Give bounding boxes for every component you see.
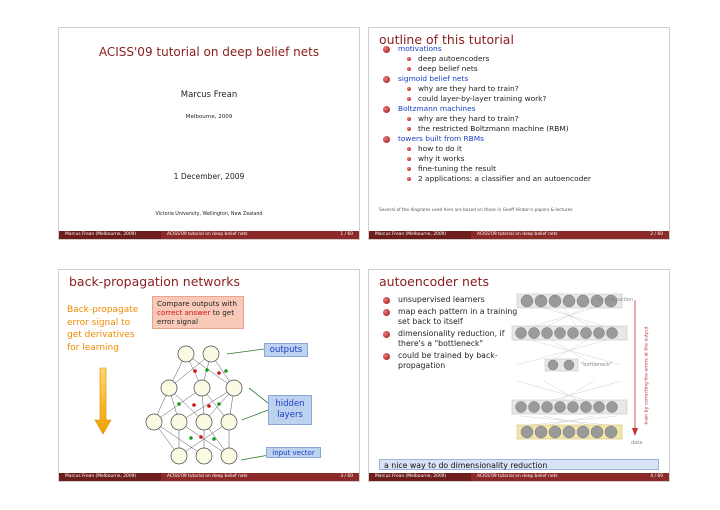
footer-talk: ACISS'09 tutorial on deep belief nets [161, 231, 293, 239]
bullet-small-icon [407, 97, 411, 101]
autoencoder-hidden-layer-top [511, 325, 628, 341]
bullet-item: dimensionality reduction, if there's a "… [383, 329, 523, 349]
outline-subitem: the restricted Boltzmann machine (RBM) [407, 124, 591, 134]
bullet-ball-icon [383, 331, 390, 338]
backprop-side-text: Back-propagate error signal to get deriv… [67, 305, 139, 353]
summary-bar: a nice way to do dimensionality reductio… [379, 459, 659, 470]
outline-subitem: fine-tuning the result [407, 164, 591, 174]
bullet-item: could be trained by back-propagation [383, 351, 523, 371]
orange-down-arrow [94, 367, 112, 435]
training-arrow-head [632, 428, 638, 436]
footer-talk: ACISS'09 tutorial on deep belief nets [471, 231, 603, 239]
footer-page: 2 / 60 [603, 231, 669, 239]
slide2-credit-note: Several of the diagrams used here are ba… [379, 208, 573, 213]
input-vector-box: input vector [266, 447, 321, 458]
training-side-label: train by correcting the errors at the ou… [644, 326, 650, 425]
bullet-small-icon [407, 87, 411, 91]
slide1-title: ACISS'09 tutorial on deep belief nets [98, 45, 320, 59]
footer-talk: ACISS'09 tutorial on deep belief nets [471, 473, 603, 481]
bullet-item: unsupervised learners [383, 295, 523, 305]
bullet-small-icon [407, 67, 411, 71]
slide1-affiliation: Victoria University, Wellington, New Zea… [155, 212, 263, 217]
bullet-small-icon [407, 147, 411, 151]
network-nodes [145, 345, 243, 465]
outline-subitem: could layer-by-layer training work? [407, 94, 591, 104]
backprop-network-diagram [94, 345, 270, 465]
outline-subitem: how to do it [407, 144, 591, 154]
slide-autoencoder[interactable]: autoencoder nets unsupervised learners m… [368, 269, 670, 482]
bullet-ball-icon [383, 297, 390, 304]
outline-section[interactable]: motivations [383, 44, 591, 54]
bullet-ball-icon [383, 309, 390, 316]
hidden-layers-box: hidden layers [268, 395, 312, 425]
bottleneck-label: "bottleneck" [581, 362, 613, 368]
slide-backprop[interactable]: back-propagation networks Back-propagate… [58, 269, 360, 482]
slide4-title: autoencoder nets [379, 274, 490, 289]
bullet-ball-icon [383, 45, 390, 53]
autoencoder-data-layer [516, 424, 623, 440]
bullet-small-icon [407, 117, 411, 121]
outline-subitem: why are they hard to train? [407, 84, 591, 94]
slide-footer: Marcus Frean (Melbourne, 2009) ACISS'09 … [59, 231, 359, 239]
footer-talk: ACISS'09 tutorial on deep belief nets [161, 473, 293, 481]
footer-author: Marcus Frean (Melbourne, 2009) [59, 231, 161, 239]
footer-author: Marcus Frean (Melbourne, 2009) [369, 231, 471, 239]
reconstruction-label: reconstruction [597, 297, 634, 303]
outputs-box: outputs [264, 343, 308, 357]
autoencoder-hidden-layer-bottom [511, 399, 628, 415]
slide-title[interactable]: ACISS'09 tutorial on deep belief nets Ma… [58, 27, 360, 240]
autoencoder-bullets: unsupervised learners map each pattern i… [383, 295, 523, 373]
bullet-small-icon [407, 167, 411, 171]
error-signal-dots [177, 368, 228, 441]
slide3-title: back-propagation networks [69, 274, 241, 289]
outline-subitem: why it works [407, 154, 591, 164]
footer-page: 3 / 60 [293, 473, 359, 481]
bullet-small-icon [407, 177, 411, 181]
bullet-ball-icon [383, 75, 390, 83]
autoencoder-bottleneck-layer [544, 358, 579, 372]
footer-page: 4 / 60 [603, 473, 669, 481]
footer-author: Marcus Frean (Melbourne, 2009) [369, 473, 471, 481]
slide-footer: Marcus Frean (Melbourne, 2009) ACISS'09 … [59, 473, 359, 481]
outline-list: motivations deep autoencoders deep belie… [383, 44, 591, 184]
bullet-ball-icon [383, 353, 390, 360]
outline-section[interactable]: Boltzmann machines [383, 104, 591, 114]
bullet-small-icon [407, 157, 411, 161]
slide1-author: Marcus Frean [180, 90, 238, 100]
outline-subitem: 2 applications: a classifier and an auto… [407, 174, 591, 184]
box-pointer-arrows [226, 348, 270, 461]
footer-page: 1 / 60 [293, 231, 359, 239]
outline-subitem: deep belief nets [407, 64, 591, 74]
outline-subitem: why are they hard to train? [407, 114, 591, 124]
autoencoder-diagram [511, 293, 638, 440]
bullet-small-icon [407, 57, 411, 61]
slide-outline[interactable]: outline of this tutorial motivations dee… [368, 27, 670, 240]
slide-footer: Marcus Frean (Melbourne, 2009) ACISS'09 … [369, 473, 669, 481]
autoencoder-reconstruction-layer [516, 293, 623, 309]
bullet-ball-icon [383, 135, 390, 143]
slide2-title: outline of this tutorial [379, 32, 514, 47]
footer-author: Marcus Frean (Melbourne, 2009) [59, 473, 161, 481]
bullet-ball-icon [383, 105, 390, 113]
bullet-item: map each pattern in a training set back … [383, 307, 523, 327]
bullet-small-icon [407, 127, 411, 131]
outline-section[interactable]: sigmoid belief nets [383, 74, 591, 84]
slide-footer: Marcus Frean (Melbourne, 2009) ACISS'09 … [369, 231, 669, 239]
data-label: data [631, 440, 643, 446]
slide1-place: Melbourne, 2009 [185, 114, 233, 120]
outline-subitem: deep autoencoders [407, 54, 591, 64]
outline-section[interactable]: towers built from RBMs [383, 134, 591, 144]
slide1-date: 1 December, 2009 [173, 172, 245, 181]
compare-box: Compare outputs with correct answer to g… [152, 296, 244, 329]
